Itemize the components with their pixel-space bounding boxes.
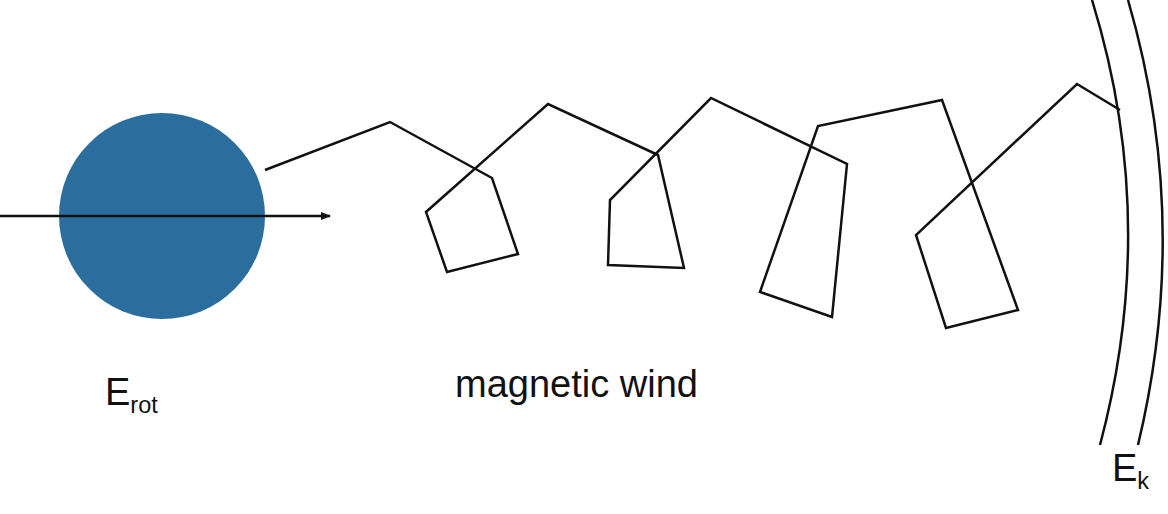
shell-arc bbox=[1128, 0, 1163, 445]
energy-label: Erot bbox=[105, 370, 158, 416]
energy-label: Ek bbox=[1112, 446, 1149, 492]
rotation-axis bbox=[0, 215, 330, 218]
shell-arc bbox=[1092, 0, 1128, 445]
field-line bbox=[265, 84, 1120, 328]
wind-label: magnetic wind bbox=[455, 362, 698, 408]
